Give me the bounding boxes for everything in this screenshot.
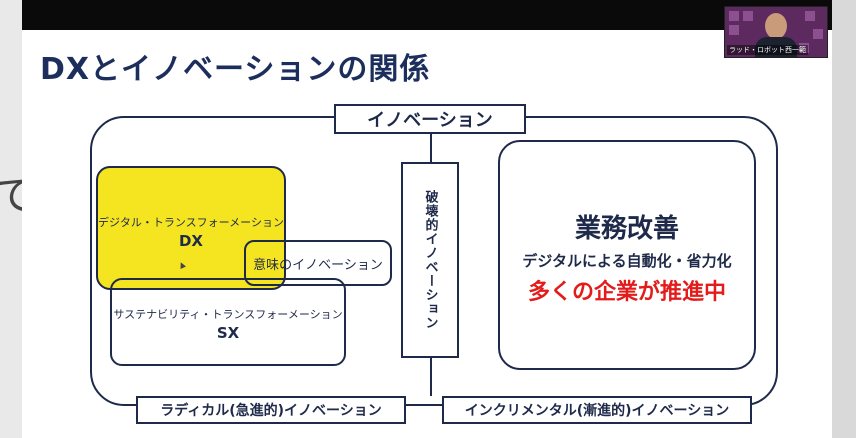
right-edge-strip [832, 0, 856, 438]
dx-label: DX [178, 232, 204, 250]
radical-innovation-label: ラディカル(急進的)イノベーション [136, 396, 406, 424]
presenter-face [765, 13, 787, 39]
business-improvement-box: 業務改善 デジタルによる自動化・省力化 多くの企業が推進中 [498, 140, 756, 370]
business-improvement-highlight: 多くの企業が推進中 [527, 280, 726, 305]
slide-title: DXとイノベーションの関係 [40, 52, 431, 87]
meaning-innovation-box: 意味のイノベーション [244, 240, 392, 286]
business-improvement-title: 業務改善 [574, 214, 679, 244]
innovation-label: イノベーション [334, 104, 526, 134]
sx-subtitle: サステナビリティ・トランスフォーメーション [113, 308, 343, 321]
webcam-thumbnail[interactable]: ラッド・ロボット西一範 [724, 6, 828, 58]
window-top-bar [22, 0, 832, 30]
disruptive-innovation-box: 破壊的イノベーション [401, 162, 459, 358]
sx-box: サステナビリティ・トランスフォーメーション SX [110, 278, 346, 366]
dx-box: デジタル・トランスフォーメーション DX [96, 166, 286, 290]
disruptive-innovation-label: 破壊的イノベーション [422, 190, 438, 330]
presenter-body [755, 37, 797, 57]
dx-subtitle: デジタル・トランスフォーメーション [98, 216, 284, 229]
sx-label: SX [216, 324, 240, 342]
incremental-innovation-label: インクリメンタル(漸進的)イノベーション [442, 396, 752, 424]
business-improvement-subtitle: デジタルによる自動化・省力化 [522, 252, 732, 270]
background-strip: て [0, 0, 36, 438]
webcam-name-label: ラッド・ロボット西一範 [727, 45, 808, 55]
